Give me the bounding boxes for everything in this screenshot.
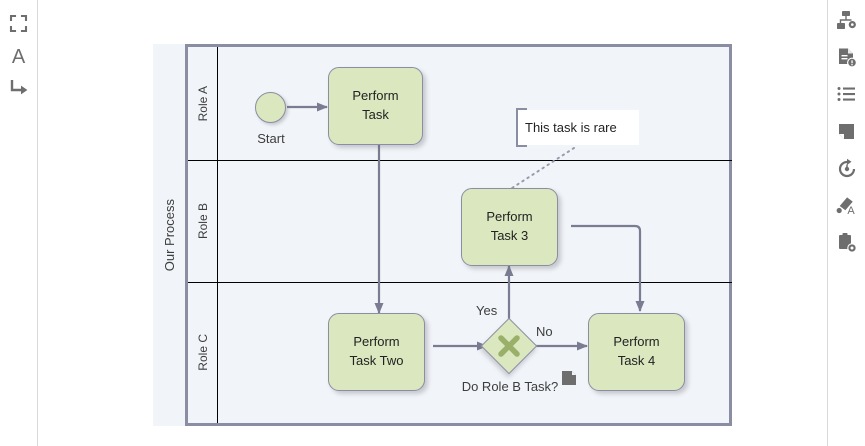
diagram-canvas[interactable]: Our Process Role A Role B Role C bbox=[39, 0, 826, 446]
task-perform-task-3[interactable]: Perform Task 3 bbox=[461, 188, 558, 266]
lane-label-role-a-text: Role A bbox=[195, 85, 210, 122]
lane-label-role-a[interactable]: Role A bbox=[188, 47, 218, 160]
svg-text:A: A bbox=[847, 205, 855, 217]
lane-divider-a-b bbox=[188, 160, 732, 161]
page-icon[interactable] bbox=[832, 117, 862, 147]
task-perform-task-3-line1: Perform bbox=[486, 209, 533, 225]
lane-divider-b-c bbox=[188, 282, 732, 283]
document-marker-icon[interactable] bbox=[560, 369, 578, 387]
task-perform-task-two-line1: Perform bbox=[353, 334, 400, 350]
lane-label-role-c[interactable]: Role C bbox=[188, 282, 218, 423]
lane-label-role-c-text: Role C bbox=[195, 334, 210, 371]
task-perform-task-line2: Task bbox=[362, 107, 389, 122]
flow-label-yes: Yes bbox=[476, 303, 498, 318]
task-perform-task-3-line2: Task 3 bbox=[490, 228, 529, 243]
flow-label-no: No bbox=[536, 324, 553, 339]
task-perform-task-two-line2: Task Two bbox=[349, 353, 404, 368]
pool-label[interactable]: Our Process bbox=[153, 44, 188, 426]
fit-to-screen-icon[interactable] bbox=[4, 8, 34, 38]
revision-history-icon[interactable] bbox=[832, 154, 862, 184]
task-perform-task[interactable]: Perform Task bbox=[328, 67, 423, 145]
connector-tool-icon[interactable] bbox=[4, 72, 34, 102]
task-perform-task-4[interactable]: Perform Task 4 bbox=[588, 313, 685, 391]
start-event[interactable] bbox=[255, 92, 286, 123]
pool-label-text: Our Process bbox=[161, 198, 177, 272]
text-annotation-text: This task is rare bbox=[525, 120, 617, 135]
gateway-label: Do Role B Task? bbox=[461, 379, 559, 394]
format-brush-icon[interactable]: A bbox=[832, 191, 862, 221]
task-perform-task-4-line1: Perform bbox=[613, 334, 660, 350]
right-toolbar: A bbox=[827, 0, 865, 446]
task-perform-task-4-line2: Task 4 bbox=[617, 353, 656, 368]
task-perform-task-line1: Perform bbox=[352, 88, 399, 104]
lane-label-role-b[interactable]: Role B bbox=[188, 160, 218, 282]
svg-text:A: A bbox=[12, 46, 26, 66]
left-toolbar: A bbox=[0, 0, 38, 446]
list-icon[interactable] bbox=[832, 80, 862, 110]
task-perform-task-two[interactable]: Perform Task Two bbox=[328, 313, 425, 391]
shape-settings-icon[interactable] bbox=[832, 6, 862, 36]
start-event-label: Start bbox=[257, 131, 285, 146]
clipboard-settings-icon[interactable] bbox=[832, 228, 862, 258]
lane-label-role-b-text: Role B bbox=[195, 202, 210, 240]
text-annotation[interactable]: This task is rare bbox=[516, 110, 639, 145]
document-info-icon[interactable] bbox=[832, 43, 862, 73]
text-tool-icon[interactable]: A bbox=[4, 40, 34, 70]
